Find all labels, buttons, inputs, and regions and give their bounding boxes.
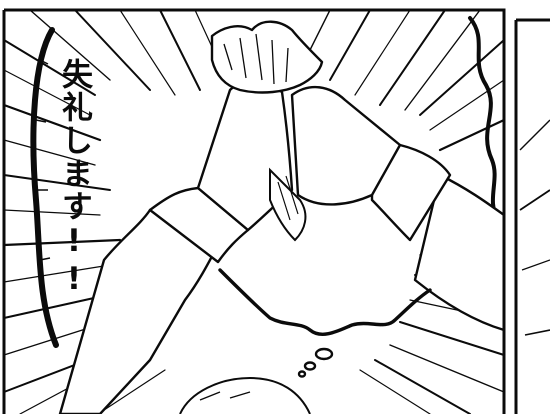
head-fragment	[179, 376, 311, 414]
speech-bubble-outline	[30, 27, 59, 348]
wavy-outline-right	[468, 16, 500, 222]
body-hem	[218, 268, 432, 336]
right-arm	[290, 85, 506, 332]
next-panel	[506, 0, 550, 414]
panel-border	[4, 8, 506, 414]
sweat-drops	[297, 347, 334, 378]
main-panel	[2, 8, 506, 414]
speech-text: 失礼します!!	[56, 58, 92, 299]
torn-cloth	[269, 167, 307, 242]
left-arm	[58, 81, 294, 414]
clasped-hands	[210, 20, 324, 94]
